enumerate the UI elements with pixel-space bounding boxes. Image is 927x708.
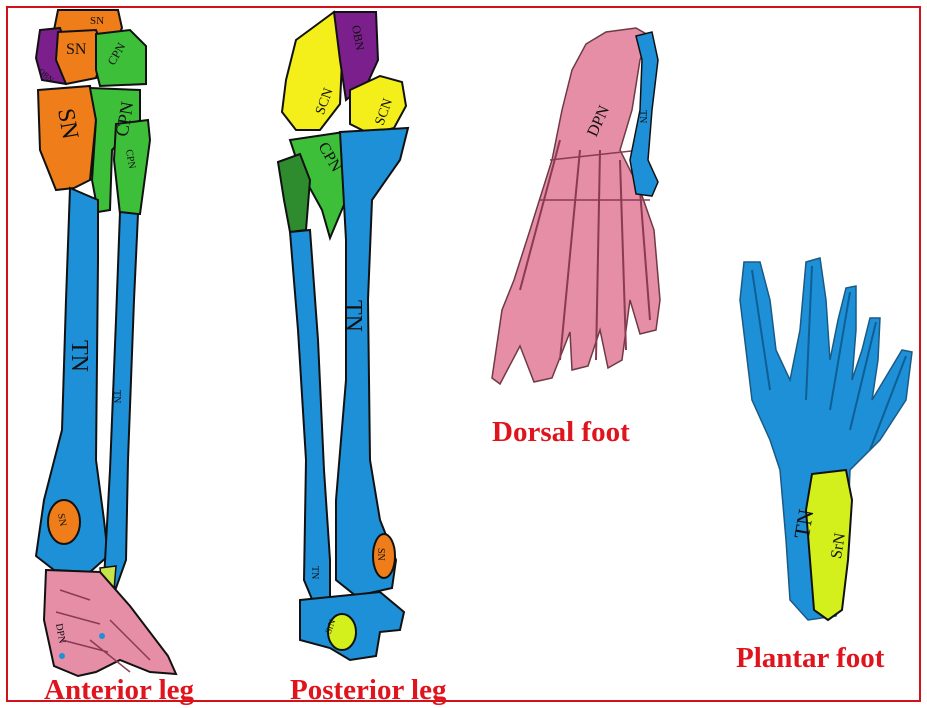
posterior-sn-label-ankle: SN <box>375 548 386 561</box>
posterior-tn-label-tibia: TN <box>340 300 366 332</box>
caption-plantar-foot: Plantar foot <box>736 642 884 675</box>
caption-dorsal-foot: Dorsal foot <box>492 416 630 449</box>
anterior-tn-label-tibia: TN <box>66 340 92 372</box>
posterior-fibula-tn-shaft <box>290 230 330 604</box>
posterior-leg-illustration: SCN OBN SCN CPN TN TN SN SrN <box>278 12 408 660</box>
anterior-sn-label-tibia: SN <box>52 107 83 142</box>
anterior-leg-illustration: SN SN OBN CPN SN CPN CPN TN TN SN DPN <box>36 10 176 676</box>
anterior-sn-label-ankle: SN <box>55 513 68 528</box>
caption-posterior-leg: Posterior leg <box>290 674 446 707</box>
posterior-fibula-head-region <box>278 154 310 232</box>
posterior-tn-label-fibula: TN <box>309 566 320 579</box>
dorsal-tn-label: TN <box>637 110 648 123</box>
anterior-sn-label-top: SN <box>90 15 104 27</box>
plantar-tn-label: TN <box>789 507 819 540</box>
dorsal-foot-dpn-region <box>492 28 660 384</box>
plantar-foot-illustration: TN SrN <box>740 258 912 620</box>
anterior-sn-label-knee: SN <box>66 41 87 58</box>
posterior-tibia-tn-shaft <box>336 128 408 596</box>
dorsal-foot-illustration: DPN TN <box>492 28 660 384</box>
anterior-tn-label-fibula: TN <box>111 390 122 403</box>
caption-anterior-leg: Anterior leg <box>44 674 194 707</box>
